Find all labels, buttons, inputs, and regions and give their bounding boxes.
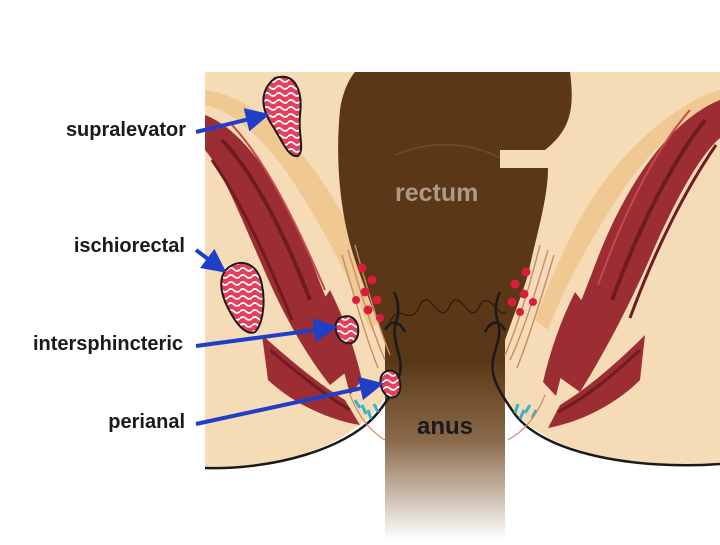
label-intersphincteric: intersphincteric bbox=[32, 333, 183, 355]
label-ischiorectal: ischiorectal bbox=[73, 235, 185, 257]
arrow-supralevator bbox=[195, 108, 270, 134]
rectum bbox=[338, 72, 572, 365]
label-anus: anus bbox=[417, 413, 474, 440]
right-anal-glands bbox=[504, 244, 555, 441]
pointer-arrows bbox=[194, 108, 384, 426]
left-anal-glands bbox=[341, 244, 391, 441]
left-muscles bbox=[205, 115, 362, 425]
label-supralevator: supralevator bbox=[65, 119, 186, 141]
skin-outline bbox=[204, 291, 720, 470]
label-rectum: rectum bbox=[395, 179, 479, 207]
arrow-intersphincteric bbox=[195, 318, 338, 348]
abscess-perianal bbox=[379, 369, 402, 399]
abscess-ischiorectal bbox=[220, 261, 265, 334]
arrow-ischiorectal bbox=[194, 248, 227, 273]
right-muscles bbox=[543, 100, 720, 428]
label-perianal: perianal bbox=[108, 411, 185, 433]
arrow-perianal bbox=[195, 376, 384, 426]
